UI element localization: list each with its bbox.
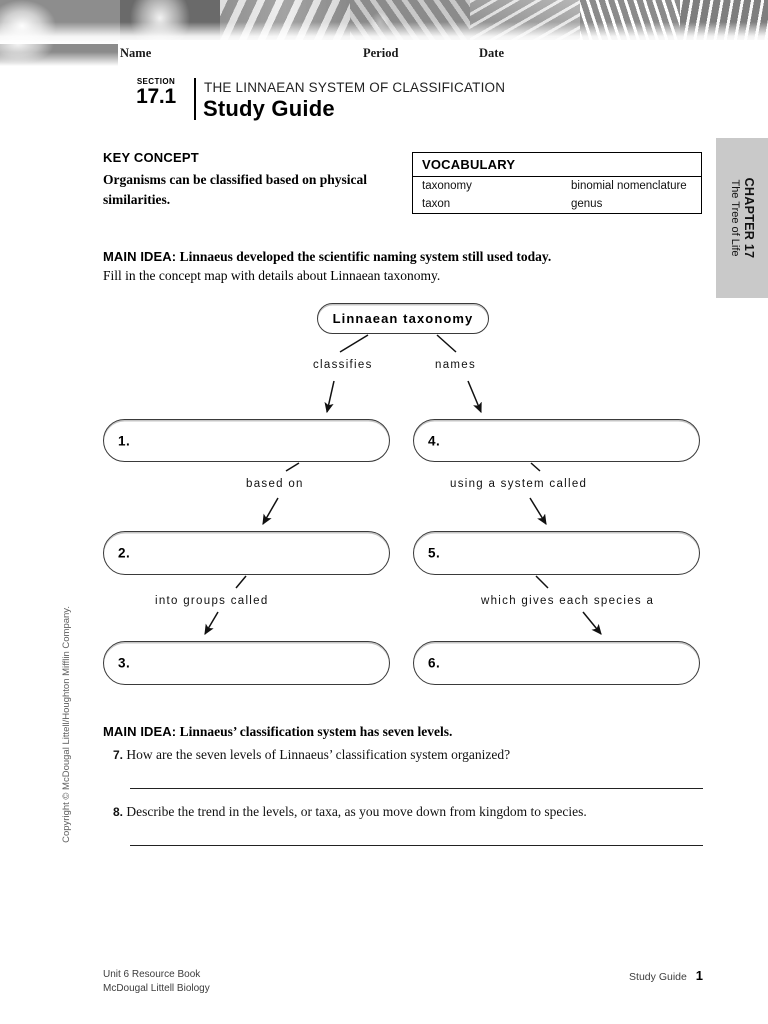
- concept-node-3[interactable]: 3.: [103, 641, 390, 685]
- header-photo-fade: [0, 22, 768, 44]
- concept-node-number: 1.: [118, 433, 131, 448]
- question-number: 8.: [113, 805, 124, 819]
- main-idea-label: MAIN IDEA:: [103, 724, 177, 739]
- main-idea-2: MAIN IDEA: Linnaeus’ classification syst…: [103, 724, 452, 740]
- section-eyebrow-title: THE LINNAEAN SYSTEM OF CLASSIFICATION: [204, 80, 506, 95]
- answer-line-7[interactable]: [130, 788, 703, 790]
- key-concept-text: Organisms can be classified based on phy…: [103, 172, 368, 207]
- title-divider-rule: [194, 78, 196, 120]
- connector-label-which-gives-each-species-a: which gives each species a: [481, 595, 655, 607]
- connector-label-classifies: classifies: [313, 359, 373, 371]
- concept-node-number: 2.: [118, 545, 131, 561]
- connector-label-based-on: based on: [246, 478, 304, 490]
- question-text: Describe the trend in the levels, or tax…: [126, 804, 587, 819]
- period-label: Period: [363, 46, 399, 60]
- question-number: 7.: [113, 748, 124, 762]
- answer-line-8[interactable]: [130, 845, 703, 847]
- chapter-tab-title: CHAPTER 17: [741, 177, 756, 259]
- main-idea-text: Linnaeus’ classification system has seve…: [179, 724, 453, 739]
- vocabulary-term: binomial nomenclature: [571, 180, 687, 192]
- vocabulary-heading: VOCABULARY: [413, 153, 701, 177]
- section-badge: SECTION 17.1: [122, 78, 190, 108]
- footer-left: Unit 6 Resource Book McDougal Littell Bi…: [103, 968, 210, 995]
- concept-node-root: Linnaean taxonomy: [317, 303, 489, 334]
- concept-node-1[interactable]: 1.: [103, 419, 390, 462]
- concept-node-number: 4.: [428, 433, 441, 448]
- chapter-tab: CHAPTER 17 The Tree of Life: [716, 138, 768, 298]
- footer-book-line: McDougal Littell Biology: [103, 982, 210, 994]
- page-number: 1: [695, 968, 703, 983]
- question-7: 7. How are the seven levels of Linnaeus’…: [113, 747, 510, 763]
- header-photo-tail-fade: [0, 52, 124, 68]
- copyright-notice: Copyright © McDougal Littell/Houghton Mi…: [61, 606, 72, 843]
- concept-node-5[interactable]: 5.: [413, 531, 700, 575]
- footer-section-label: Study Guide: [629, 971, 687, 983]
- footer-unit-line: Unit 6 Resource Book: [103, 969, 201, 980]
- connector-label-into-groups-called: into groups called: [155, 595, 269, 607]
- date-label: Date: [479, 46, 504, 60]
- key-concept-heading: KEY CONCEPT: [103, 150, 199, 165]
- vocabulary-term: taxon: [422, 198, 451, 210]
- vocabulary-term: genus: [571, 198, 603, 210]
- question-text: How are the seven levels of Linnaeus’ cl…: [126, 747, 511, 762]
- chapter-tab-subtitle: The Tree of Life: [729, 179, 742, 257]
- page-title: Study Guide: [203, 96, 335, 121]
- chapter-tab-inner: CHAPTER 17 The Tree of Life: [716, 138, 768, 298]
- section-word: SECTION: [136, 77, 176, 86]
- name-label: Name: [120, 46, 152, 60]
- section-number: 17.1: [136, 85, 176, 108]
- vocabulary-box: VOCABULARY taxonomy binomial nomenclatur…: [412, 152, 702, 214]
- main-idea-1: MAIN IDEA: Linnaeus developed the scient…: [103, 249, 551, 265]
- main-idea-label: MAIN IDEA:: [103, 249, 177, 264]
- main-idea-text: Linnaeus developed the scientific naming…: [179, 249, 552, 264]
- concept-node-2[interactable]: 2.: [103, 531, 390, 575]
- connector-label-using-a-system-called: using a system called: [450, 478, 588, 490]
- concept-node-number: 3.: [118, 655, 131, 671]
- concept-node-4[interactable]: 4.: [413, 419, 700, 462]
- vocabulary-row: taxonomy binomial nomenclature: [413, 177, 701, 195]
- concept-node-root-label: Linnaean taxonomy: [332, 311, 474, 326]
- connector-label-names: names: [435, 359, 477, 371]
- concept-node-number: 6.: [428, 655, 441, 671]
- concept-node-6[interactable]: 6.: [413, 641, 700, 685]
- concept-map-instruction: Fill in the concept map with details abo…: [103, 268, 441, 283]
- concept-node-number: 5.: [428, 545, 441, 561]
- vocabulary-row: taxon genus: [413, 195, 701, 213]
- vocabulary-term: taxonomy: [422, 180, 472, 192]
- footer-right: Study Guide 1: [629, 968, 703, 983]
- question-8: 8. Describe the trend in the levels, or …: [113, 804, 587, 820]
